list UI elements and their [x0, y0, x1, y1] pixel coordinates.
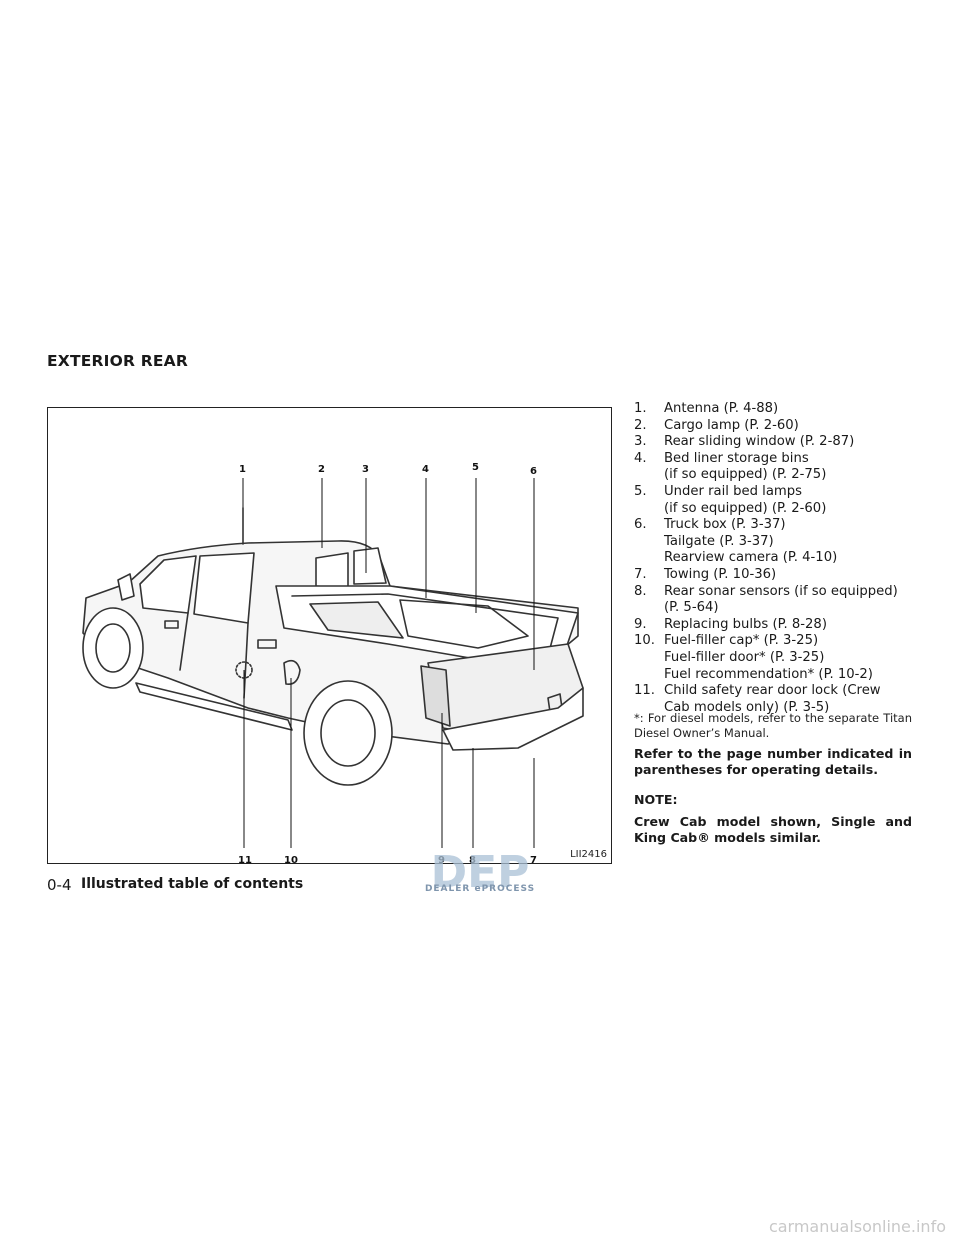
- item-line: Bed liner storage bins: [664, 450, 809, 466]
- item-line: Fuel-filler door* (P. 3-25): [664, 649, 825, 665]
- logo-lettering: DEP: [431, 847, 530, 896]
- callout-10: 10: [284, 855, 298, 865]
- callout-3: 3: [362, 464, 369, 475]
- list-item: 4. Bed liner storage bins (if so equippe…: [634, 451, 912, 484]
- item-line: (P. 5-64): [664, 600, 719, 616]
- callout-5: 5: [472, 462, 479, 473]
- item-line: Fuel recommendation* (P. 10-2): [664, 666, 873, 682]
- item-line: Cargo lamp (P. 2-60): [664, 417, 799, 433]
- item-number: 3.: [634, 434, 647, 450]
- callout-8: 8: [469, 855, 476, 865]
- dealer-eprocess-caption: DEALER ePROCESS: [424, 884, 536, 894]
- note-label: NOTE:: [634, 792, 678, 807]
- section-title: EXTERIOR REAR: [47, 352, 188, 370]
- item-line: Replacing bulbs (P. 8-28): [664, 616, 827, 632]
- item-line: Child safety rear door lock (Crew: [664, 683, 881, 699]
- list-item: 11. Child safety rear door lock (Crew Ca…: [634, 683, 912, 716]
- item-number: 2.: [634, 417, 647, 433]
- footer-title: Illustrated table of contents: [81, 876, 304, 892]
- list-item: 2. Cargo lamp (P. 2-60): [634, 418, 912, 435]
- item-line: Tailgate (P. 3-37): [664, 533, 774, 549]
- item-number: 4.: [634, 450, 647, 466]
- list-item: 6. Truck box (P. 3-37) Tailgate (P. 3-37…: [634, 517, 912, 567]
- item-line: Under rail bed lamps: [664, 483, 803, 499]
- site-watermark: carmanualsonline.info: [768, 1217, 946, 1236]
- parts-list: 1. Antenna (P. 4-88) 2. Cargo lamp (P. 2…: [634, 401, 912, 716]
- item-line: Rear sliding window (P. 2-87): [664, 434, 855, 450]
- item-line: Fuel-filler cap* (P. 3-25): [664, 633, 819, 649]
- callout-6: 6: [530, 466, 537, 477]
- item-line: Towing (P. 10-36): [664, 566, 777, 582]
- diesel-footnote: *: For diesel models, refer to the separ…: [634, 711, 912, 740]
- truck-illustration: 1 2 3 4 5 6 7 8 9 10 11 LII2416: [47, 407, 612, 865]
- list-item: 3. Rear sliding window (P. 2-87): [634, 434, 912, 451]
- figure-code: LII2416: [570, 849, 607, 860]
- item-number: 7.: [634, 566, 647, 582]
- dealer-eprocess-logo: DEP: [431, 847, 530, 896]
- item-line: Cab models only) (P. 3-5): [664, 699, 830, 715]
- callout-1: 1: [239, 464, 246, 475]
- callout-7: 7: [530, 855, 537, 865]
- list-item: 7. Towing (P. 10-36): [634, 567, 912, 584]
- item-number: 9.: [634, 616, 647, 632]
- item-number: 5.: [634, 483, 647, 499]
- item-line: Antenna (P. 4-88): [664, 401, 779, 416]
- page-number: 0-4: [47, 876, 72, 894]
- item-number: 11.: [634, 683, 655, 699]
- callout-2: 2: [318, 464, 325, 475]
- note-text: Crew Cab model shown, Single and King Ca…: [634, 814, 912, 845]
- item-number: 6.: [634, 517, 647, 533]
- item-number: 1.: [634, 401, 647, 416]
- item-number: 10.: [634, 633, 655, 649]
- list-item: 10. Fuel-filler cap* (P. 3-25) Fuel-fill…: [634, 633, 912, 683]
- item-line: (if so equipped) (P. 2-75): [664, 467, 827, 483]
- list-item: 5. Under rail bed lamps (if so equipped)…: [634, 484, 912, 517]
- item-line: Rearview camera (P. 4-10): [664, 550, 838, 566]
- list-item: 1. Antenna (P. 4-88): [634, 401, 912, 418]
- callout-4: 4: [422, 464, 429, 475]
- item-number: 8.: [634, 583, 647, 599]
- item-line: (if so equipped) (P. 2-60): [664, 500, 827, 516]
- item-line: Rear sonar sensors (if so equipped): [664, 583, 898, 599]
- list-item: 8. Rear sonar sensors (if so equipped) (…: [634, 584, 912, 617]
- callout-9: 9: [438, 855, 445, 865]
- list-item: 9. Replacing bulbs (P. 8-28): [634, 617, 912, 634]
- truck-drawing: 1 2 3 4 5 6 7 8 9 10 11: [82, 462, 584, 865]
- reference-note: Refer to the page number indicated in pa…: [634, 746, 912, 777]
- callout-11: 11: [238, 855, 252, 865]
- item-line: Truck box (P. 3-37): [664, 517, 786, 533]
